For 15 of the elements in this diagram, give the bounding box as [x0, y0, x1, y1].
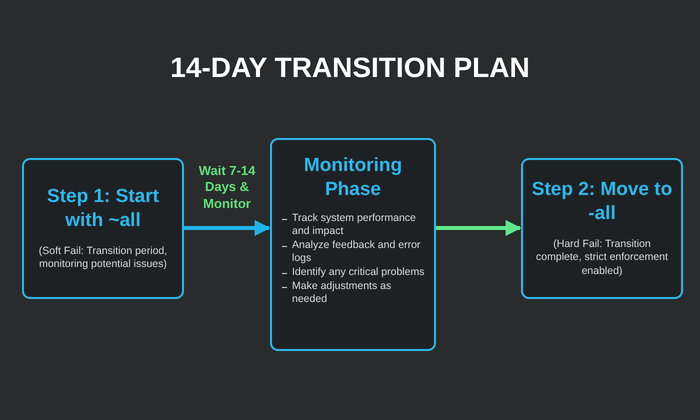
box-description: (Soft Fail: Transition period, monitoring potential issues) [38, 244, 168, 272]
step-box [270, 138, 436, 351]
step-box [22, 158, 184, 299]
bullet-item: Track system performance and impact [280, 212, 426, 239]
arrow [184, 220, 271, 236]
bullet-item: Make adjustments as needed [280, 280, 426, 307]
bullet-item: Identify any critical problems [280, 266, 426, 280]
bullet-item: Analyze feedback and error logs [280, 238, 426, 266]
step-box [521, 158, 683, 299]
box-heading: Monitoring Phase [302, 154, 404, 202]
box-heading: Step 2: Move to -all [531, 178, 673, 226]
arrow [436, 220, 522, 236]
diagram-title: 14-DAY TRANSITION PLAN [169, 52, 531, 84]
box-description: (Hard Fail: Transition complete, strict enforcement enabled) [535, 238, 669, 279]
box-heading: Step 1: Start with ~all [46, 185, 160, 233]
